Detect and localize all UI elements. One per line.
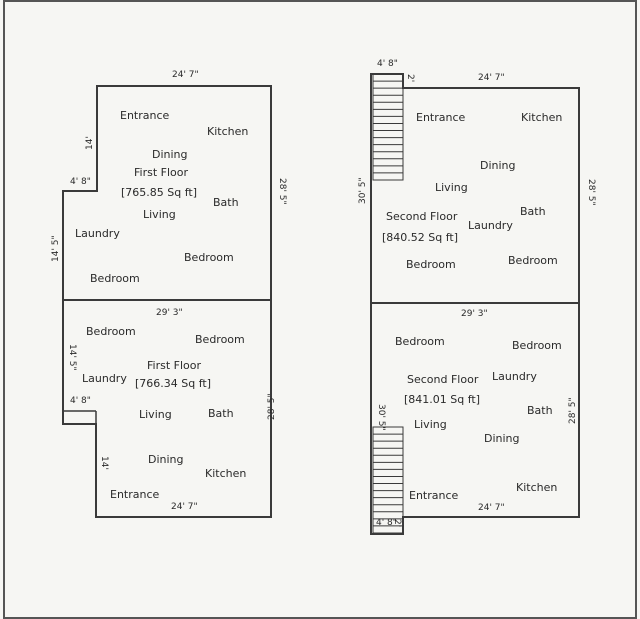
room-bedroom: Bedroom (508, 254, 558, 267)
dim-stair-small: 2' (405, 74, 415, 83)
dim-top: 29' 3" (461, 309, 488, 319)
room-laundry: Laundry (468, 219, 513, 232)
dim-left: 30' 5" (376, 404, 386, 431)
room-living: Living (143, 208, 176, 221)
floor-area: [841.01 Sq ft] (404, 393, 481, 406)
dim-left: 14' 5" (67, 344, 77, 371)
floor-name: Second Floor (407, 373, 479, 386)
room-dining: Dining (480, 159, 516, 172)
floor-area: [765.85 Sq ft] (121, 186, 198, 199)
room-entrance: Entrance (110, 488, 160, 501)
room-laundry: Laundry (492, 370, 537, 383)
dim-left: 30' 5" (358, 177, 368, 204)
room-entrance: Entrance (416, 111, 466, 124)
room-bedroom: Bedroom (86, 325, 136, 338)
room-entrance: Entrance (409, 489, 459, 502)
dim-bottom: 24' 7" (478, 503, 505, 513)
room-kitchen: Kitchen (521, 111, 563, 124)
left-plan-outline (62, 85, 272, 518)
floor-area: [766.34 Sq ft] (135, 377, 212, 390)
room-dining: Dining (152, 148, 188, 161)
page-border (3, 0, 637, 619)
room-bedroom: Bedroom (90, 272, 140, 285)
room-bedroom: Bedroom (395, 335, 445, 348)
dim-left-lower: 14' (99, 456, 109, 470)
room-bedroom: Bedroom (195, 333, 245, 346)
room-bath: Bath (527, 404, 553, 417)
room-bedroom: Bedroom (512, 339, 562, 352)
room-living: Living (139, 408, 172, 421)
dim-stair-width: 4' 8" (377, 59, 398, 69)
room-kitchen: Kitchen (516, 481, 558, 494)
dim-bottom: 24' 7" (171, 502, 198, 512)
room-living: Living (435, 181, 468, 194)
dim-right: 28' 5" (277, 178, 287, 205)
staircase-lower (372, 426, 404, 534)
room-dining: Dining (148, 453, 184, 466)
dim-right: 28' 5" (586, 179, 596, 206)
room-living: Living (414, 418, 447, 431)
staircase-upper (372, 73, 404, 181)
room-kitchen: Kitchen (205, 467, 247, 480)
room-kitchen: Kitchen (207, 125, 249, 138)
dim-top: 24' 7" (172, 70, 199, 80)
room-entrance: Entrance (120, 109, 170, 122)
room-bedroom: Bedroom (406, 258, 456, 271)
dim-notch-height: 14' (85, 136, 95, 150)
floor-area: [840.52 Sq ft] (382, 231, 459, 244)
dim-right: 28' 5" (568, 397, 578, 424)
dim-notch-width: 4' 8" (70, 396, 91, 406)
dim-stair-width: 4' 8" (376, 518, 397, 528)
dim-top: 24' 7" (478, 73, 505, 83)
room-bath: Bath (208, 407, 234, 420)
dim-notch-width: 4' 8" (70, 177, 91, 187)
room-bedroom: Bedroom (184, 251, 234, 264)
dim-top: 29' 3" (156, 308, 183, 318)
dim-stair-small: 2' (392, 519, 402, 528)
floor-name: First Floor (134, 166, 189, 179)
floor-name: First Floor (147, 359, 202, 372)
room-dining: Dining (484, 432, 520, 445)
room-laundry: Laundry (75, 227, 120, 240)
floor-name: Second Floor (386, 210, 458, 223)
dim-lower-left: 14' 5" (51, 235, 61, 262)
dim-right: 28' 5" (267, 393, 277, 420)
room-laundry: Laundry (82, 372, 127, 385)
room-bath: Bath (520, 205, 546, 218)
room-bath: Bath (213, 196, 239, 209)
